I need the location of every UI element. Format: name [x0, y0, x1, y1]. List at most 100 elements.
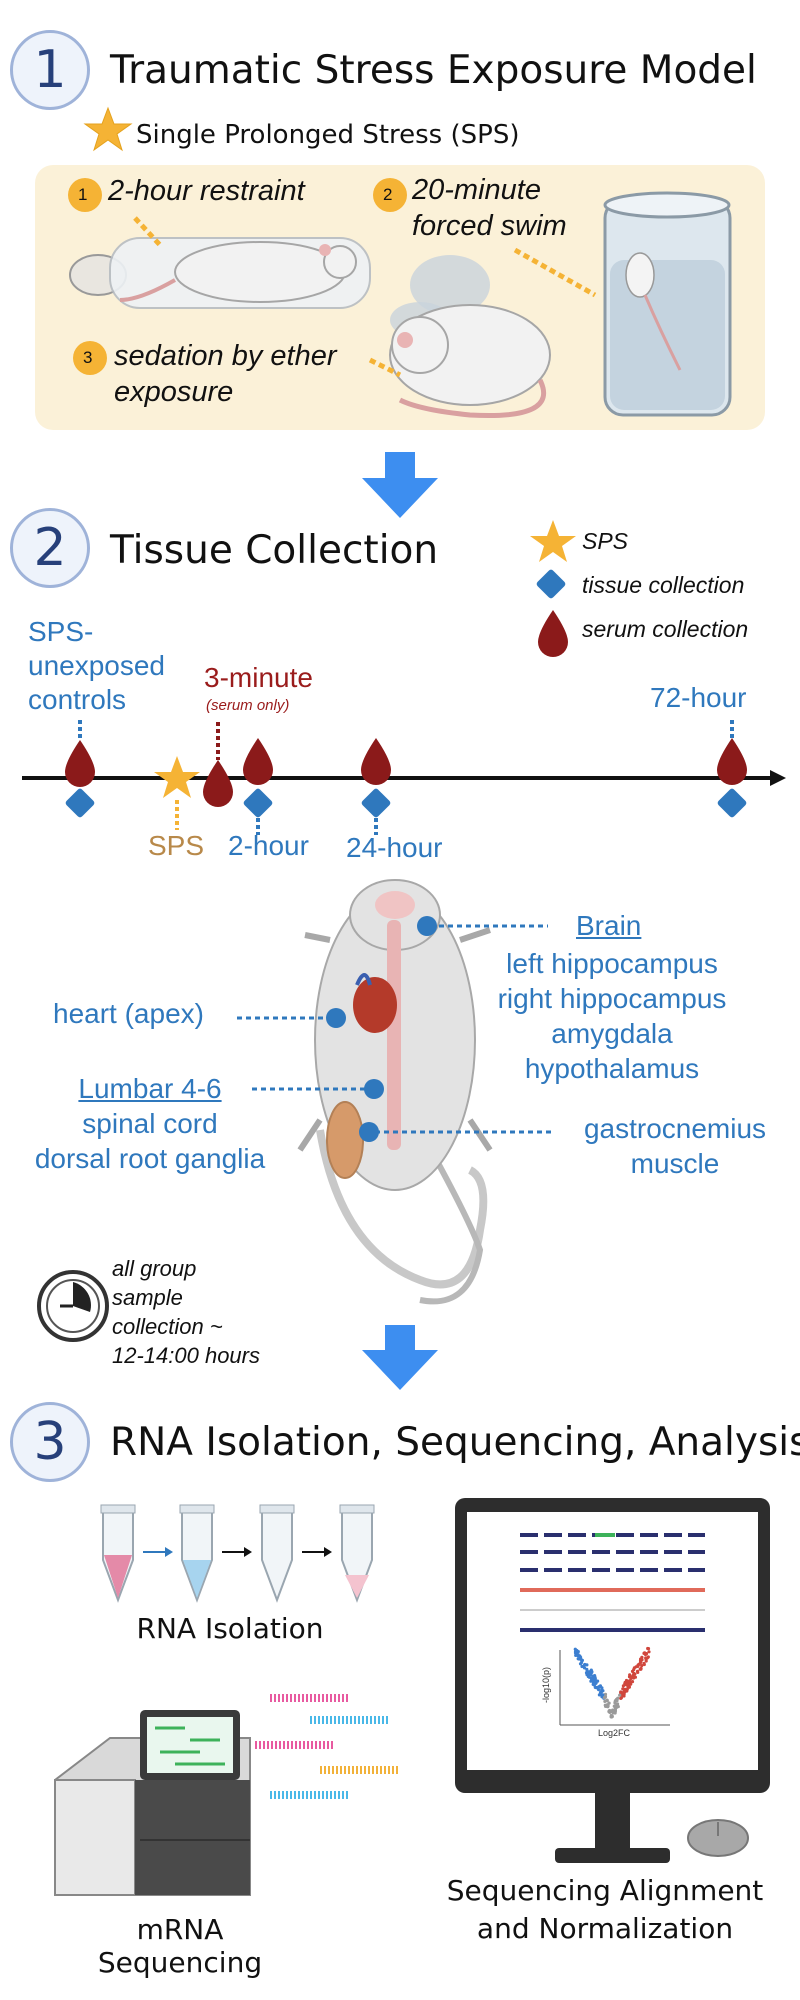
seventytwo-hour-diamond-icon: [717, 788, 747, 818]
volcano-point: [626, 1685, 630, 1689]
step-3-circle: 3: [10, 1402, 90, 1482]
volcano-point: [594, 1679, 598, 1683]
sequence-reads-illustration: [255, 1694, 400, 1799]
step-1-badge: [68, 178, 102, 212]
seventytwo-hour-drop-icon: [717, 738, 747, 785]
volcano-point: [623, 1689, 627, 1693]
step-2-line1: 20-minute: [412, 174, 541, 206]
step-3-number: 3: [33, 1412, 67, 1472]
two-hour-diamond-icon: [243, 788, 273, 818]
rna-tubes-illustration: [100, 1504, 375, 1603]
volcano-point: [619, 1696, 624, 1700]
collection-note-4: 12-14:00 hours: [112, 1343, 260, 1368]
brain-item-right-hippocampus: right hippocampus: [497, 983, 727, 1014]
controls-label-2: unexposed: [28, 650, 166, 681]
volcano-point: [618, 1693, 622, 1697]
legend-sps-label: SPS: [582, 528, 629, 554]
step-1-number: 1: [33, 40, 67, 100]
volcano-point: [590, 1670, 594, 1674]
volcano-point: [605, 1698, 609, 1702]
sps-label: Single Prolonged Stress (SPS): [136, 120, 520, 150]
down-arrow-2-icon: [362, 1325, 438, 1390]
collection-note-2: sample: [112, 1285, 183, 1310]
volcano-point: [627, 1679, 632, 1683]
volcano-point: [573, 1650, 578, 1654]
collection-note-1: all group: [112, 1256, 197, 1281]
section-2-title: Tissue Collection: [110, 528, 439, 573]
timeline-star-icon: [154, 756, 200, 798]
sedated-rat-illustration: [389, 255, 551, 419]
muscle-label-1: gastrocnemius: [583, 1113, 767, 1144]
volcano-point: [640, 1664, 644, 1668]
volcano-point: [622, 1692, 626, 1696]
step-3-line1: sedation by ether: [114, 340, 337, 372]
volcano-point: [632, 1671, 636, 1675]
brain-title: Brain: [576, 910, 642, 941]
three-minute-label: 3-minute: [204, 662, 313, 693]
volcano-point: [646, 1647, 651, 1651]
volcano-point: [601, 1693, 605, 1697]
volcano-point: [647, 1650, 651, 1654]
alignment-label-2: and Normalization: [476, 1912, 734, 1945]
volcano-point: [645, 1656, 650, 1660]
volcano-point: [587, 1671, 591, 1675]
volcano-point: [613, 1705, 618, 1709]
sps-panel: [35, 165, 765, 430]
legend-star-icon: [530, 520, 576, 562]
collection-note-3: collection ~: [112, 1314, 223, 1339]
timeline-arrowhead: [770, 770, 786, 786]
volcano-point: [639, 1657, 643, 1661]
section-3-title: RNA Isolation, Sequencing, Analysis: [110, 1420, 800, 1465]
mrna-sequencing-label: mRNA Sequencing: [97, 1913, 263, 1979]
step1-dotted-line: [133, 216, 162, 247]
volcano-point: [597, 1685, 601, 1689]
step-2-circle: 2: [10, 508, 90, 588]
lumbar-item-drg: dorsal root ganglia: [34, 1143, 266, 1174]
brain-dot: [417, 916, 437, 936]
volcano-point: [598, 1690, 603, 1695]
volcano-point: [603, 1695, 608, 1699]
volcano-point: [606, 1704, 610, 1708]
volcano-point: [639, 1666, 643, 1671]
volcano-point: [633, 1675, 638, 1679]
step-3-badge: [73, 341, 107, 375]
clock-icon: [37, 1270, 109, 1342]
brain-item-hypothalamus: hypothalamus: [524, 1053, 700, 1084]
rna-isolation-label: RNA Isolation: [136, 1612, 324, 1645]
lumbar-item-spinal-cord: spinal cord: [82, 1108, 218, 1139]
control-diamond-icon: [65, 788, 95, 818]
step-3-line2: exposure: [114, 376, 234, 408]
mouse-illustration: [687, 1819, 749, 1857]
two-hour-drop-icon: [243, 738, 273, 785]
step-2-badge-number: 2: [383, 185, 393, 204]
twentyfour-hour-label: 24-hour: [346, 832, 443, 863]
step-2-badge: [373, 178, 407, 212]
three-minute-drop-icon: [203, 760, 233, 807]
volcano-plot: [573, 1646, 651, 1719]
legend-diamond-icon: [536, 569, 566, 599]
step-3-badge-number: 3: [83, 348, 93, 367]
step-1-circle: 1: [10, 30, 90, 110]
volcano-point: [577, 1657, 581, 1661]
volcano-point: [632, 1668, 636, 1672]
volcano-xlabel: Log2FC: [598, 1728, 631, 1738]
rat-anatomy-illustration: [297, 879, 493, 1305]
monitor-illustration: [455, 1498, 770, 1863]
step2-dotted-line: [513, 247, 597, 298]
volcano-point: [636, 1670, 640, 1674]
sps-star-icon: [83, 106, 133, 152]
volcano-point: [590, 1677, 594, 1681]
volcano-point: [644, 1652, 649, 1656]
volcano-ylabel: -log10(p): [541, 1666, 552, 1704]
down-arrow-icon: [362, 452, 438, 518]
alignment-label-1: Sequencing Alignment: [446, 1874, 764, 1907]
muscle-label-2: muscle: [630, 1148, 720, 1179]
restraint-tube-illustration: [69, 237, 371, 309]
volcano-point: [603, 1692, 608, 1696]
volcano-point: [625, 1680, 629, 1684]
step-2-line2: forced swim: [412, 210, 567, 242]
volcano-point: [580, 1658, 585, 1662]
control-drop-icon: [65, 740, 95, 787]
step3-dotted-line: [368, 357, 402, 378]
